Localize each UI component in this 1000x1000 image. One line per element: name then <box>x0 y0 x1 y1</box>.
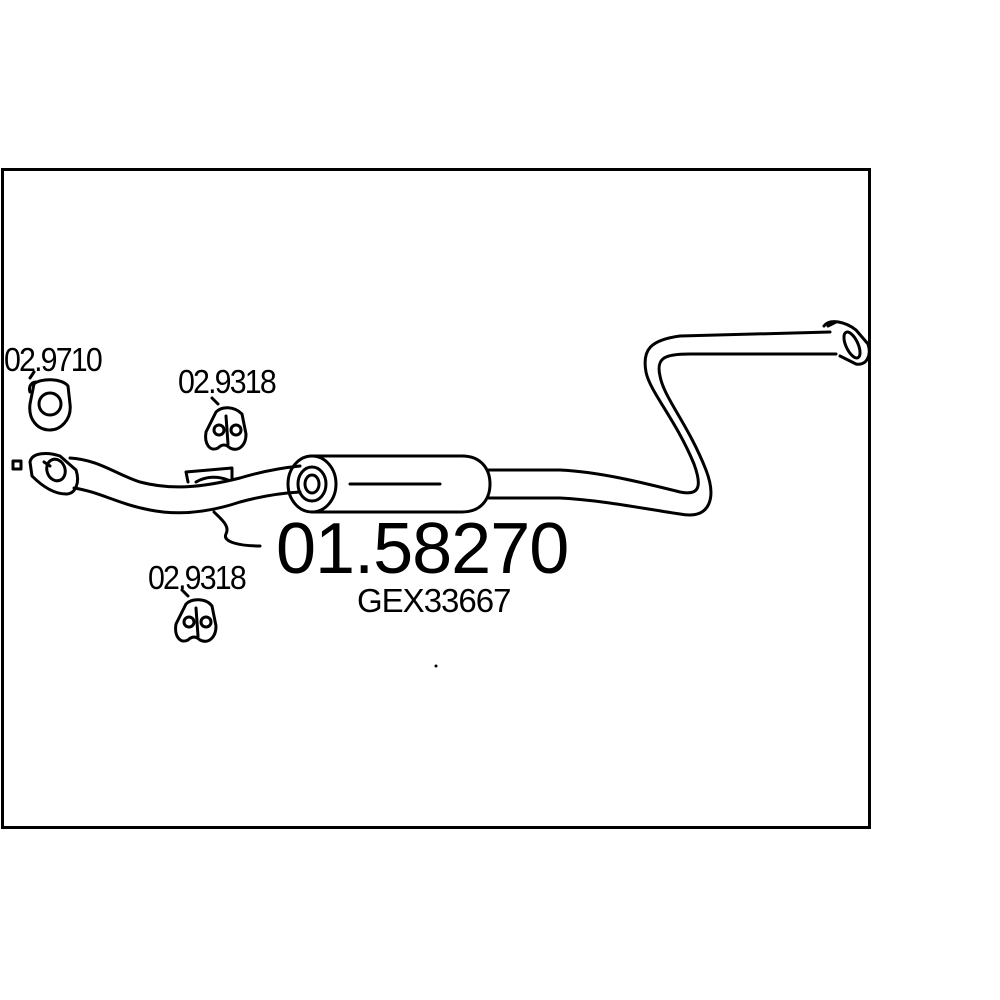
rubber-hanger-bottom-icon <box>174 598 218 643</box>
outlet-flange-icon <box>822 320 871 366</box>
gasket-icon <box>28 378 72 432</box>
oe-reference: GEX33667 <box>357 582 511 619</box>
pipe-bracket <box>184 466 234 484</box>
tail-pipe-lower <box>486 352 838 517</box>
hanger-bottom-part-number: 02.9318 <box>148 559 247 596</box>
hanger-top-leader <box>210 396 220 406</box>
gasket-leader <box>28 370 36 380</box>
tail-pipe <box>486 330 832 495</box>
gasket-part-number: 02.9710 <box>4 341 103 378</box>
rubber-hanger-top-icon <box>204 406 248 451</box>
silencer-body <box>286 454 492 514</box>
inlet-flange-icon <box>28 452 80 496</box>
diagram-frame <box>1 168 871 829</box>
front-pipe <box>68 456 302 489</box>
main-part-number: 01.58270 <box>276 509 569 589</box>
hanger-hook <box>212 510 262 548</box>
front-pipe-lower <box>72 486 302 515</box>
stray-dot <box>434 664 438 668</box>
inlet-marker-icon <box>11 459 23 471</box>
hanger-top-part-number: 02.9318 <box>178 363 277 400</box>
hanger-bottom-leader <box>180 588 190 598</box>
